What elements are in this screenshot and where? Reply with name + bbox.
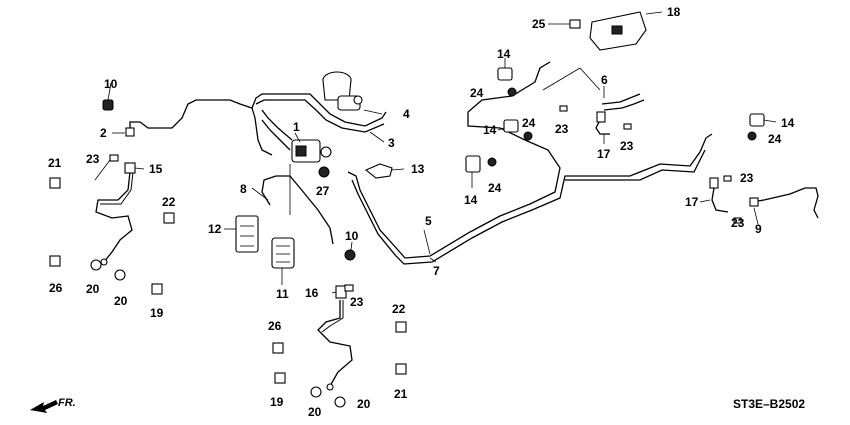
callout-22-b: 22 xyxy=(392,302,406,316)
brake-pipe-9 xyxy=(751,187,819,219)
proportioning-valve xyxy=(291,139,332,163)
callout-20-b: 20 xyxy=(114,294,128,308)
callout-6: 6 xyxy=(601,73,608,87)
callout-14-b: 14 xyxy=(483,123,497,137)
callout-19-b: 19 xyxy=(270,395,284,409)
callout-12: 12 xyxy=(208,222,222,236)
callout-23-d: 23 xyxy=(620,139,634,153)
callout-23-b: 23 xyxy=(350,295,364,309)
diagram-code: ST3E–B2502 xyxy=(733,397,805,411)
pipe-joint-block xyxy=(235,215,259,253)
callout-14-d: 14 xyxy=(781,116,795,130)
callout-23-f: 23 xyxy=(731,216,745,230)
callout-5: 5 xyxy=(425,214,432,228)
callout-4: 4 xyxy=(403,107,410,121)
callout-13: 13 xyxy=(411,162,425,176)
callout-1: 1 xyxy=(293,120,300,134)
pipe-clip-11 xyxy=(271,237,295,269)
callout-27: 27 xyxy=(316,184,330,198)
callout-22-a: 22 xyxy=(162,195,176,209)
callout-24-d: 24 xyxy=(768,132,782,146)
guide-lines xyxy=(289,67,601,215)
callout-16: 16 xyxy=(305,286,319,300)
brake-pipe-6 xyxy=(601,93,645,111)
brake-hose-left xyxy=(95,162,136,266)
callout-9: 9 xyxy=(755,222,762,236)
callout-24-a: 24 xyxy=(470,86,484,100)
callout-2: 2 xyxy=(100,126,107,140)
callout-23-c: 23 xyxy=(555,122,569,136)
callout-25: 25 xyxy=(532,17,546,31)
callout-26-a: 26 xyxy=(49,281,63,295)
callout-14-a: 14 xyxy=(497,47,511,61)
callout-7: 7 xyxy=(433,264,440,278)
callout-18: 18 xyxy=(667,5,681,19)
brake-hose-center xyxy=(317,285,353,391)
callout-20-a: 20 xyxy=(86,282,100,296)
callout-3: 3 xyxy=(388,136,395,150)
front-indicator-label: FR. xyxy=(58,397,76,409)
callout-10-top: 10 xyxy=(104,77,118,91)
front-direction-arrow: FR. xyxy=(30,397,76,413)
callout-23-e: 23 xyxy=(740,171,754,185)
bracket-18 xyxy=(589,11,647,51)
callout-14-c: 14 xyxy=(464,193,478,207)
callout-21-b: 21 xyxy=(394,387,408,401)
callout-11: 11 xyxy=(276,287,289,301)
callout-24-b: 24 xyxy=(522,116,536,130)
hardware-bolts xyxy=(49,19,765,408)
callout-20-c: 20 xyxy=(308,405,322,419)
callout-8: 8 xyxy=(240,182,247,196)
callout-17-b: 17 xyxy=(685,195,699,209)
callout-19-a: 19 xyxy=(150,306,164,320)
leader-lines xyxy=(94,11,777,294)
callout-24-c: 24 xyxy=(488,181,502,195)
callout-20-d: 20 xyxy=(357,397,371,411)
callout-17-a: 17 xyxy=(597,147,611,161)
callout-21-a: 21 xyxy=(48,156,62,170)
callout-23-a: 23 xyxy=(86,152,100,166)
master-cylinder-reservoir xyxy=(322,71,363,111)
callout-labels: 1 2 3 4 5 6 7 8 9 10 10 11 12 13 14 14 1… xyxy=(48,5,795,419)
brake-pipes-5-7 xyxy=(347,61,713,265)
brake-pipes-left xyxy=(129,93,387,156)
callout-26-b: 26 xyxy=(268,319,282,333)
callout-10-center: 10 xyxy=(345,229,359,243)
callout-15: 15 xyxy=(149,162,163,176)
